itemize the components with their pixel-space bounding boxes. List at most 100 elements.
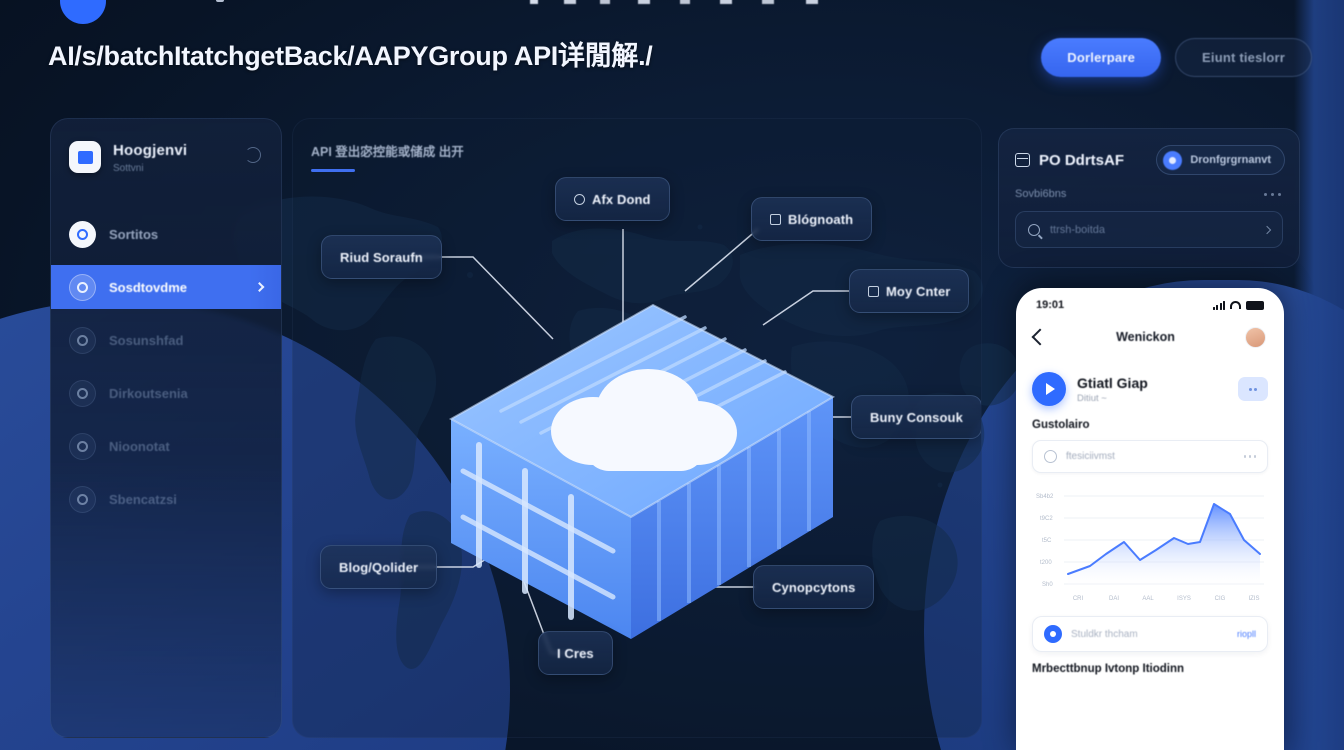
phone-footer-title: Mrbecttbnup Ivtonp Itiodinn	[1032, 663, 1185, 675]
header-actions: Dorlerpare Eiunt tieslorr	[1041, 38, 1312, 77]
search-icon	[1028, 223, 1040, 236]
edit-icon	[69, 220, 96, 248]
callout-blog-qolider[interactable]: Blog/Qolider	[320, 545, 438, 589]
phone-nav-title: Wenickon	[1116, 330, 1175, 344]
svg-text:IZIS: IZIS	[1248, 596, 1259, 602]
sidebar-item-sbencatzsi[interactable]: Sbencatzsi	[51, 477, 281, 521]
brand-wordmark-accent	[216, 0, 224, 2]
callout-real-scratch[interactable]: Riud Soraufn	[321, 235, 442, 279]
download-icon	[69, 432, 96, 460]
right-card-pill-button[interactable]: Dronfgrgrnanvt	[1156, 145, 1285, 175]
phone-nav-bar: Wenickon	[1016, 316, 1284, 358]
svg-text:t9C2: t9C2	[1040, 516, 1053, 522]
doc-icon	[770, 213, 781, 225]
mail-icon	[868, 285, 879, 297]
secondary-action-button[interactable]: Eiunt tieslorr	[1175, 38, 1312, 77]
page-title: AI/s/batchItatchgetBack/AAPYGroup API详閒解…	[48, 41, 653, 71]
right-card-title: PO DdrtsAF	[1039, 151, 1125, 169]
main-diagram-panel: API 登出宓控能或储成 出开	[292, 118, 982, 738]
play-icon[interactable]	[1032, 372, 1066, 406]
phone-hero-row: Gtiatl Giap Ditiut ~	[1016, 358, 1284, 406]
sidebar-item-label: Nioonotat	[109, 438, 170, 454]
title-row: AI/s/batchItatchgetBack/AAPYGroup API详閒解…	[0, 34, 1344, 82]
sidebar-item-dirkoutsenia[interactable]: Dirkoutsenia	[51, 371, 281, 415]
right-card-header: PO DdrtsAF Dronfgrgrnanvt	[999, 129, 1299, 175]
avatar	[69, 141, 101, 173]
target-icon	[69, 273, 96, 301]
phone-hero-subtitle: Ditiut ~	[1077, 392, 1107, 404]
wifi-icon	[1230, 301, 1241, 309]
sidebar-item-sosunshfad[interactable]: Sosunshfad	[51, 318, 281, 362]
callout-label: Blógnoath	[788, 211, 854, 227]
background-edge-right	[1294, 0, 1344, 750]
phone-section-title: Gustolairo	[1032, 419, 1090, 431]
user-dot-icon	[1163, 150, 1183, 170]
callout-label: Buny Consouk	[870, 409, 963, 425]
callout-label: Afx Dond	[592, 191, 651, 207]
svg-text:CRI: CRI	[1073, 596, 1084, 602]
tab-active-underline	[311, 169, 355, 172]
back-arrow-icon[interactable]	[1031, 328, 1049, 346]
phone-cta-link[interactable]: riopll	[1236, 629, 1256, 639]
callout-afx-devd[interactable]: Afx Dond	[555, 177, 670, 221]
right-card-pill-label: Dronfgrgrnanvt	[1190, 154, 1271, 166]
right-card-subtitle: Sovbi6bns	[1015, 188, 1067, 200]
sidebar-item-sortitos[interactable]: Sortitos	[51, 212, 281, 256]
svg-text:Sh0: Sh0	[1042, 582, 1053, 588]
right-card-subheader: Sovbi6bns	[999, 175, 1299, 200]
chevron-right-icon[interactable]	[1262, 225, 1272, 234]
right-info-card: PO DdrtsAF Dronfgrgrnanvt Sovbi6bns ttrs…	[998, 128, 1300, 268]
phone-area-chart: Sb4b2 t9C2 t5C t200 Sh0 CRI DAI AAL ISYS…	[1028, 482, 1272, 610]
phone-cta-row[interactable]: Stuldkr thcham riopll	[1032, 616, 1268, 652]
info-icon	[1044, 625, 1062, 643]
avatar[interactable]	[1245, 326, 1266, 348]
sidebar-item-label: Sortitos	[109, 226, 159, 242]
callout-label: Riud Soraufn	[340, 249, 423, 265]
top-bar	[0, 0, 1344, 30]
sidebar-item-label: Sbencatzsi	[109, 491, 177, 507]
phone-hero-title: Gtiatl Giap	[1077, 374, 1148, 391]
search-placeholder: ttrsh-boitda	[1050, 223, 1106, 236]
sidebar-item-label: Sosunshfad	[109, 332, 184, 348]
panel-icon	[1015, 153, 1030, 167]
sidebar-item-nioonotat[interactable]: Nioonotat	[51, 424, 281, 468]
sidebar-profile[interactable]: Hoogjenvi Sottvni	[51, 119, 281, 201]
list-item-label: ftesiciivmst	[1066, 451, 1115, 462]
sidebar-item-label: Dirkoutsenia	[109, 385, 188, 401]
clock-icon	[574, 193, 585, 205]
svg-text:AAL: AAL	[1142, 596, 1154, 602]
primary-action-button[interactable]: Dorlerpare	[1041, 38, 1162, 77]
more-dots-icon[interactable]	[1264, 192, 1281, 196]
sidebar-item-label: Sosdtovdme	[109, 279, 188, 295]
chevron-right-icon	[254, 282, 265, 292]
phone-status-bar: 19:01	[1016, 288, 1284, 316]
callout-cryptopytions[interactable]: Cynopcytons	[753, 565, 875, 609]
header-headline-cropped	[530, 0, 860, 4]
battery-icon	[1246, 300, 1264, 310]
callout-label: I Cres	[557, 645, 594, 661]
more-dots-icon[interactable]	[1238, 377, 1268, 401]
container-illustration	[293, 119, 981, 737]
tab-api-label[interactable]: API 登出宓控能或储成 出开	[311, 145, 464, 159]
tab-bar: API 登出宓控能或储成 出开	[311, 141, 464, 172]
phone-status-time: 19:01	[1036, 299, 1065, 311]
svg-text:t200: t200	[1040, 560, 1052, 566]
callout-label: Blog/Qolider	[339, 559, 419, 575]
callout-label: Moy Cnter	[886, 283, 951, 299]
sidebar: Hoogjenvi Sottvni Sortitos Sosdtovdme So…	[50, 118, 282, 738]
globe-icon	[69, 379, 96, 407]
svg-text:t5C: t5C	[1042, 538, 1052, 544]
search-input[interactable]: ttrsh-boitda	[1015, 211, 1283, 248]
callout-bung-console[interactable]: Buny Consouk	[851, 395, 981, 439]
refresh-icon[interactable]	[245, 147, 261, 163]
cloud-icon	[69, 485, 96, 513]
more-dots-icon[interactable]	[1243, 455, 1256, 458]
sidebar-item-sosdtovdme[interactable]: Sosdtovdme	[51, 265, 281, 309]
callout-cores[interactable]: I Cres	[538, 631, 613, 675]
sidebar-profile-subtitle: Sottvni	[113, 163, 144, 174]
list-item[interactable]: ftesiciivmst	[1032, 440, 1268, 473]
sidebar-profile-name: Hoogjenvi	[113, 142, 188, 159]
svg-text:DAI: DAI	[1109, 596, 1119, 602]
callout-blognosht[interactable]: Blógnoath	[751, 197, 873, 241]
callout-moy-center[interactable]: Moy Cnter	[849, 269, 970, 313]
